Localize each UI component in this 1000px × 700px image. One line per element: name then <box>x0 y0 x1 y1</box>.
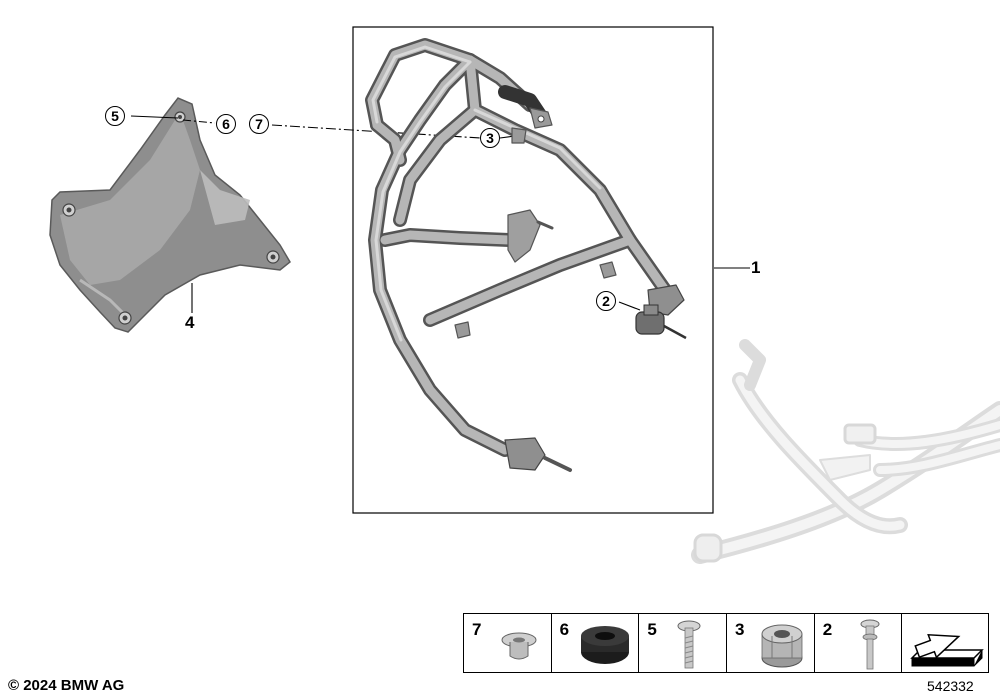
legend-cell-2: 2 <box>815 614 903 672</box>
legend-cell-6: 6 <box>552 614 640 672</box>
legend-number: 5 <box>647 620 657 639</box>
callout-5: 5 <box>105 106 125 126</box>
bolt-icon <box>860 619 880 670</box>
arrow-plate-icon <box>910 633 985 667</box>
legend-number: 7 <box>472 620 482 639</box>
legend-cell-3: 3 <box>727 614 815 672</box>
callout-2: 2 <box>596 291 616 311</box>
legend-number: 6 <box>559 620 570 639</box>
callout-1: 1 <box>751 258 761 277</box>
bushing-icon <box>501 632 537 660</box>
screw-icon <box>677 620 701 669</box>
crash-bar-part <box>365 38 685 472</box>
legend-cell-5: 5 <box>639 614 728 672</box>
image-number: 542332 <box>927 678 974 694</box>
parts-legend-strip: 7 6 5 3 <box>463 613 989 673</box>
callout-6: 6 <box>216 114 236 134</box>
cover-plate-part <box>49 97 291 333</box>
legend-cell-7: 7 <box>464 614 552 672</box>
bolt-damper-part <box>635 304 687 340</box>
background-frame-ghost <box>691 339 1000 564</box>
grommet-icon <box>580 626 629 664</box>
callout-7: 7 <box>249 114 269 134</box>
callout-3: 3 <box>480 128 500 148</box>
copyright-text: © 2024 BMW AG <box>8 677 125 694</box>
assembly-frame-box <box>352 26 714 514</box>
legend-number: 3 <box>735 620 745 639</box>
legend-cell-arrow <box>902 614 988 672</box>
spacer-icon <box>761 624 803 668</box>
callout-4: 4 <box>185 313 195 332</box>
legend-number: 2 <box>822 620 833 639</box>
